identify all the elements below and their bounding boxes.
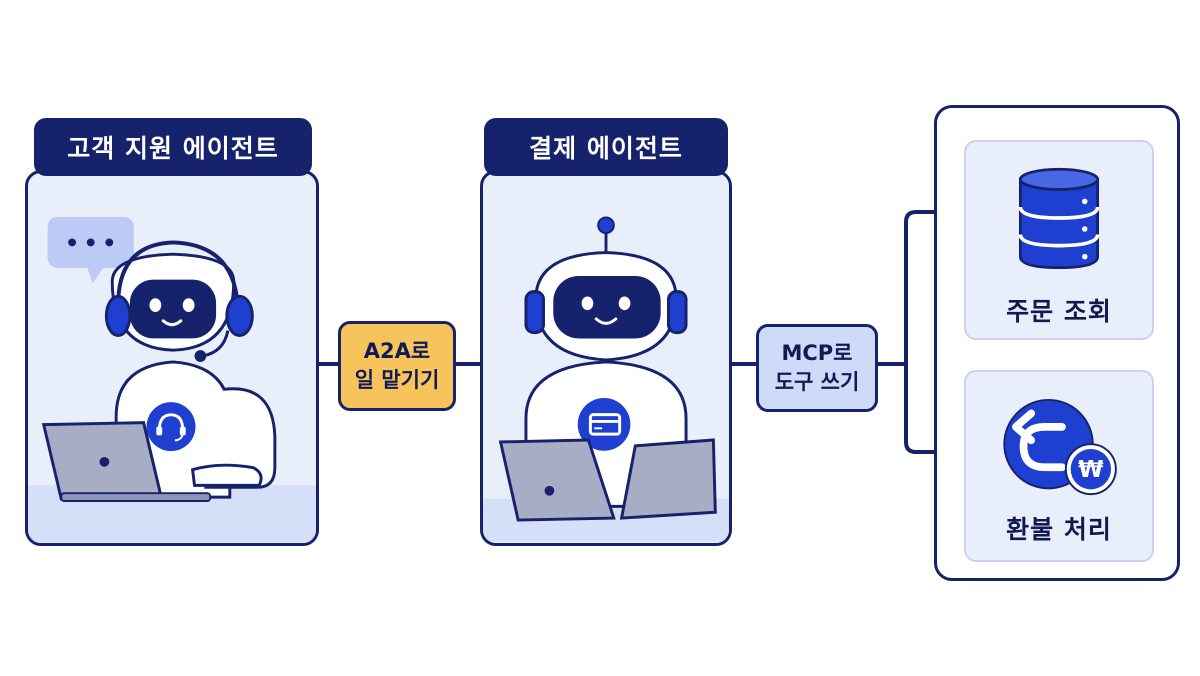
support-agent-title: 고객 지원 에이전트 [34,118,312,176]
mcp-tool-use-label: MCP로 도구 쓰기 [756,324,878,412]
mcp-label-line2: 도구 쓰기 [774,370,860,394]
a2a-label-line2: 일 맡기기 [354,368,440,392]
order-lookup-tool-card: 주문 조회 [964,140,1154,340]
a2a-label-line1: A2A로 [363,339,431,363]
mcp-label-line1: MCP로 [781,341,853,365]
refund-won-icon: ₩ [1003,398,1117,496]
support-agent-illustration [28,216,316,543]
won-badge: ₩ [1078,457,1104,483]
support-agent-panel [25,170,319,546]
credit-card-icon [588,413,622,436]
a2a-delegation-label: A2A로 일 맡기기 [338,321,456,411]
payment-laptop-left [498,438,616,522]
refund-label: 환불 처리 [1006,515,1112,544]
payment-laptop-right [619,438,717,520]
payment-agent-illustration [483,216,729,542]
support-laptop [41,421,212,502]
payment-agent-title: 결제 에이전트 [484,118,728,176]
order-lookup-label: 주문 조회 [1006,297,1112,326]
payment-agent-panel [480,170,732,546]
tools-panel: 주문 조회 ₩ 환불 처리 [934,105,1180,581]
headset-badge-icon [156,413,186,442]
speech-bubble-icon [47,216,134,284]
database-icon [1018,167,1100,270]
refund-tool-card: ₩ 환불 처리 [964,370,1154,562]
headset-band [116,240,240,306]
